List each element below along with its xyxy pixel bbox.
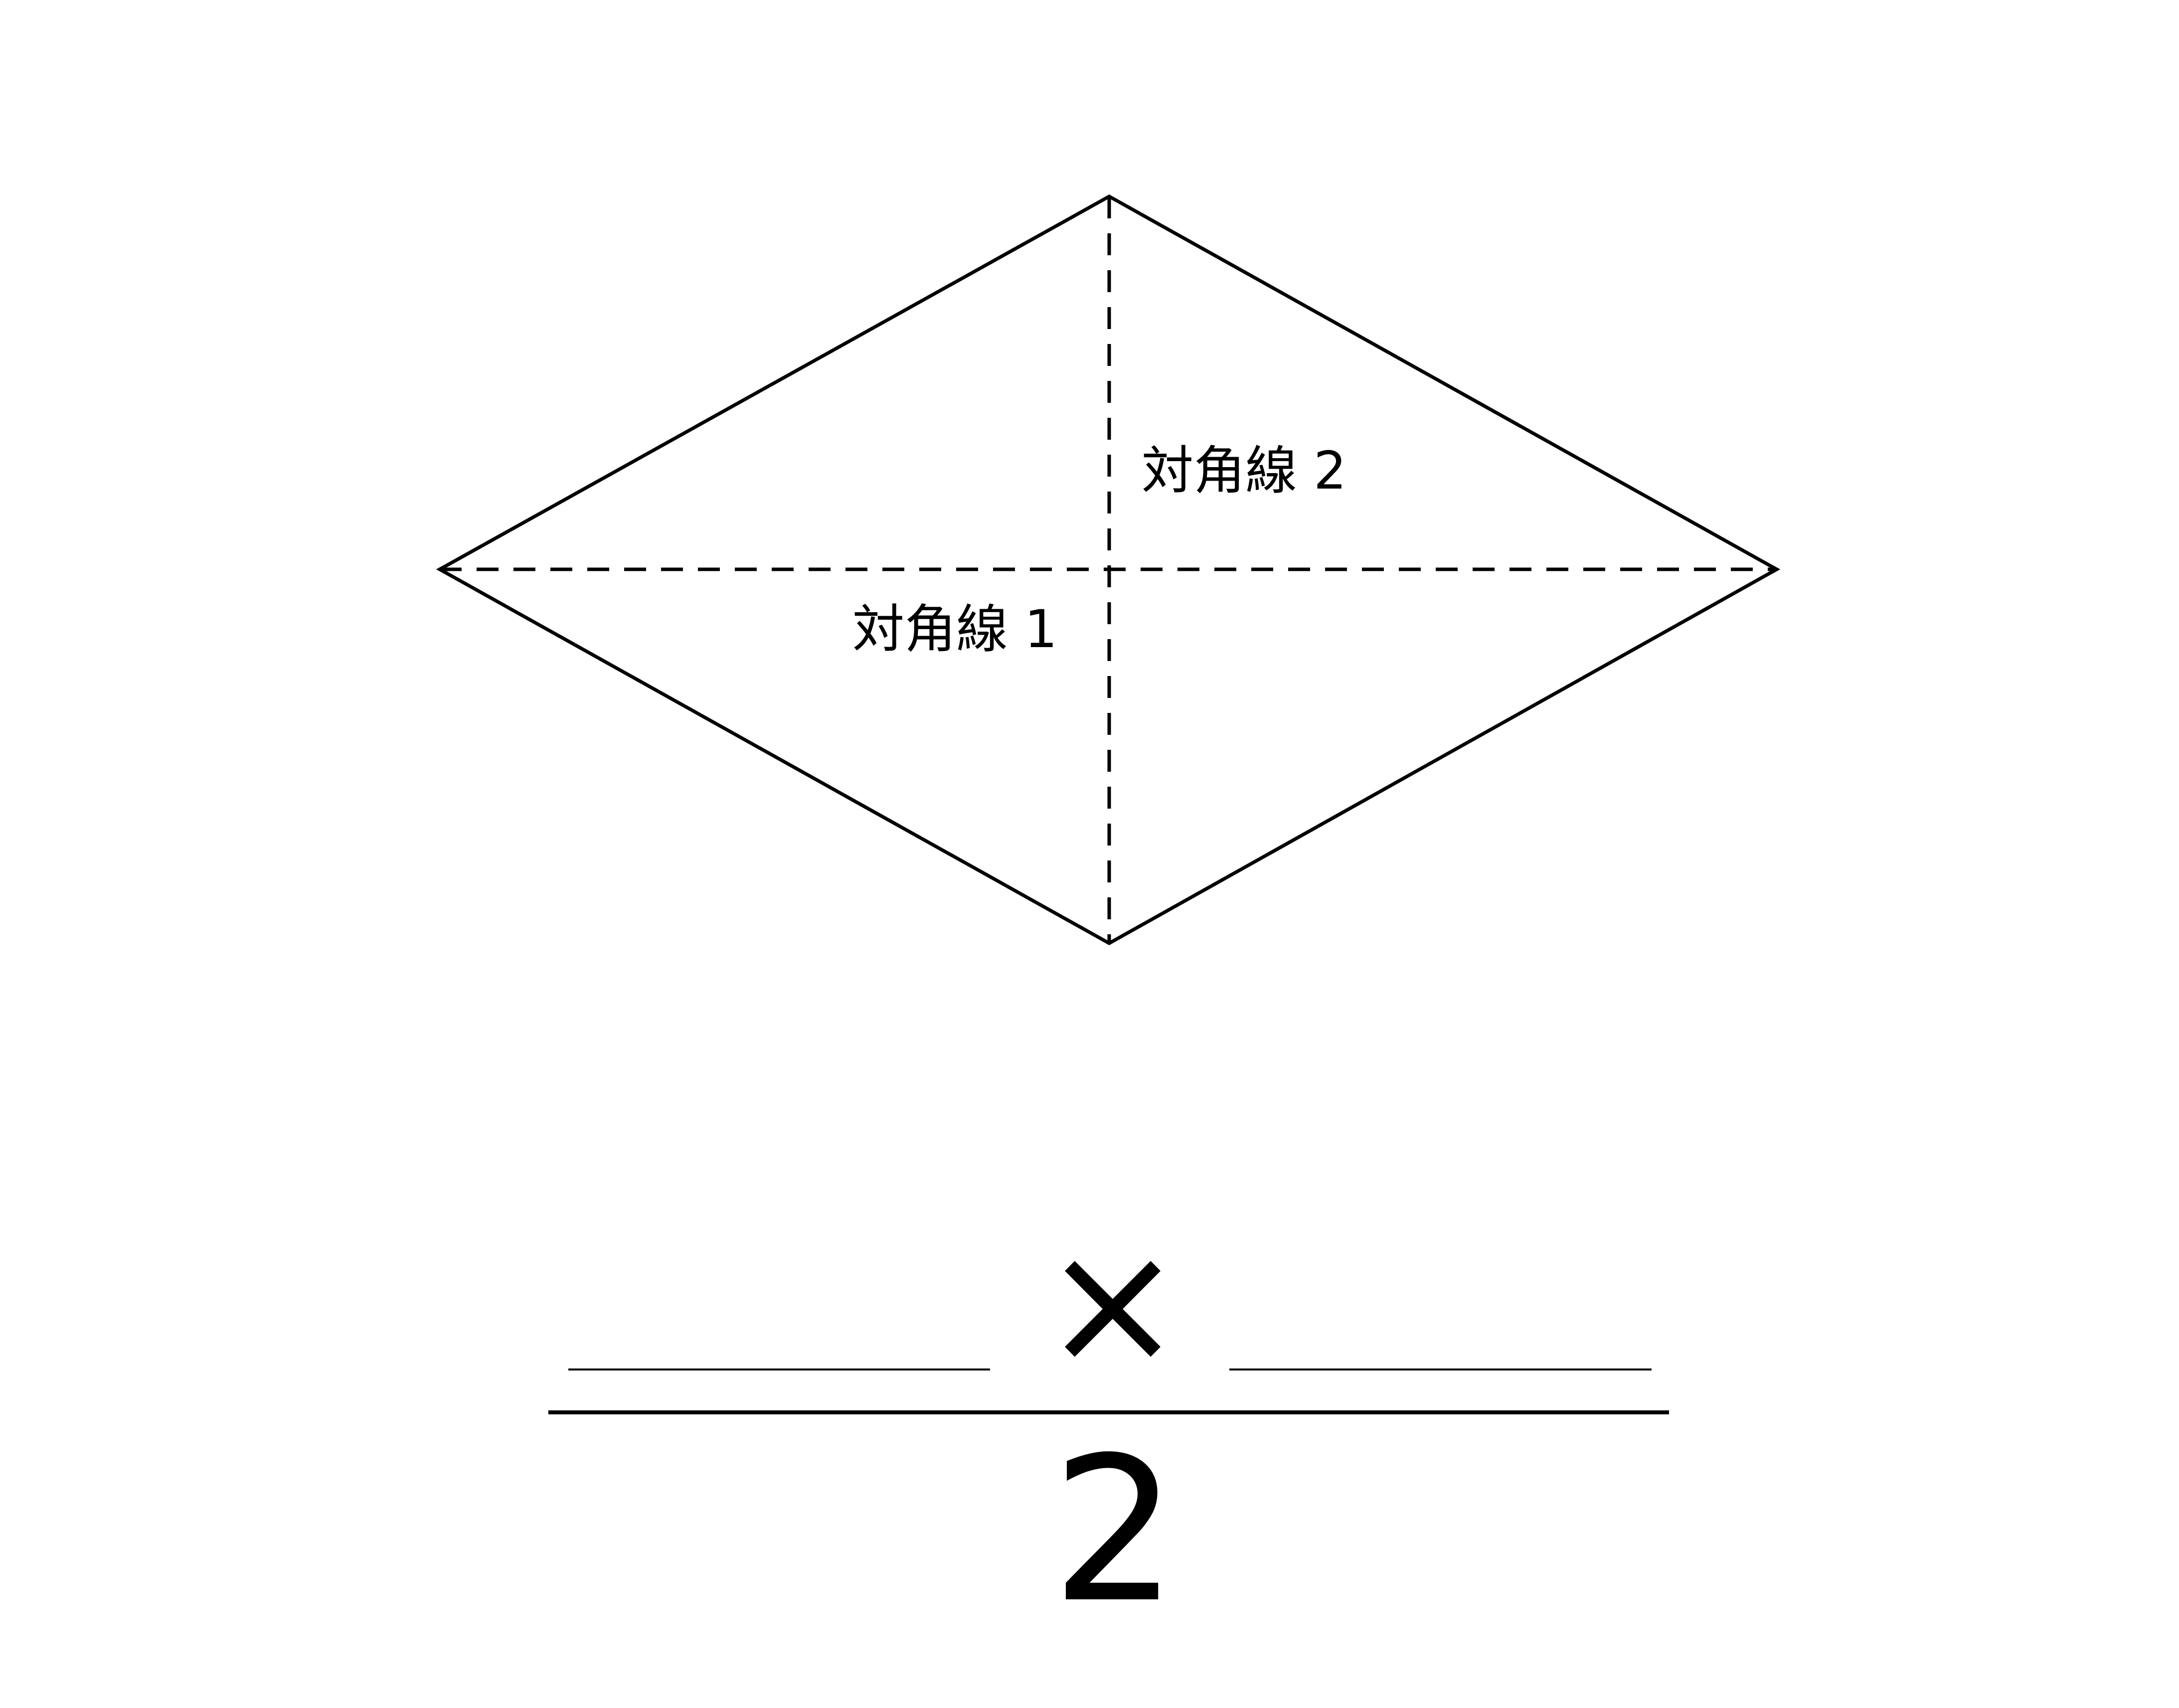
denominator: 2: [1051, 1415, 1178, 1647]
diagonal-2-label: 対角線 2: [1142, 440, 1346, 501]
multiply-operator: ×: [1042, 1205, 1184, 1402]
diagonal-1-label: 対角線 1: [852, 599, 1057, 660]
